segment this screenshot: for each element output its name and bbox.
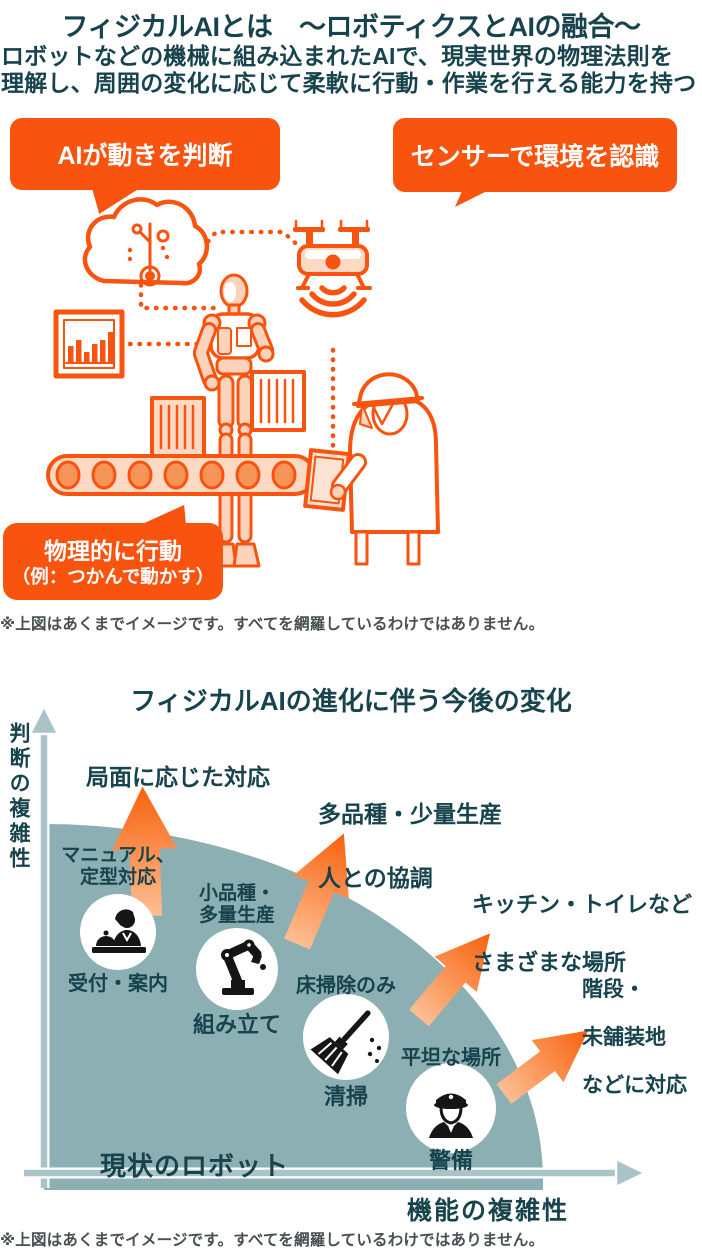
robot-constraint-cleaning: 床掃除のみ xyxy=(296,975,396,997)
growth-arrow-4 xyxy=(496,1030,589,1104)
robot-label-reception: 受付・案内 xyxy=(68,973,168,995)
future-label-terrain: 階段・ 未舗装地 などに対応 xyxy=(582,954,687,1122)
x-axis-label: 機能の複雑性 xyxy=(407,1197,570,1225)
drone-icon xyxy=(293,219,372,290)
cargo-box-icon xyxy=(250,370,306,432)
future-label-adaptive: 局面に応じた対応 xyxy=(86,731,270,819)
future-label-places: キッチン・トイレなど さまざまな場所 xyxy=(472,861,692,1006)
growth-arrow-2 xyxy=(284,833,349,950)
robot-constraint-security: 平坦な場所 xyxy=(401,1047,501,1069)
x-axis xyxy=(24,1157,648,1189)
future-label-line: 局面に応じた対応 xyxy=(86,764,270,790)
broom-icon xyxy=(310,1010,382,1075)
growth-arrows xyxy=(112,786,589,1104)
constraint-line: 多量生産 xyxy=(198,905,275,926)
constraint-line: 小品種・ xyxy=(198,883,275,904)
callout-sensor-label: センサーで環境を認識 xyxy=(410,143,660,171)
robot-label-assembly: 組み立て xyxy=(192,1012,281,1037)
future-label-line: 階段・ xyxy=(582,978,645,1001)
evolution-chart xyxy=(24,703,648,1190)
conveyor-belt-icon xyxy=(46,454,316,496)
intro-description: ロボットなどの機械に組み込まれたAIで、現実世界の物理法則を 理解し、周囲の変化… xyxy=(1,43,702,96)
growth-arrow-1 xyxy=(112,786,178,917)
future-label-line: 人との協調 xyxy=(318,865,433,891)
callout-physical-action-example: （例：つかんで動かす） xyxy=(11,565,215,587)
future-label-variety: 多品種・少量生産 人との協調 xyxy=(318,766,502,926)
receptionist-icon xyxy=(92,909,146,953)
page-title: フィジカルAIとは ～ロボティクスとAIの融合～ xyxy=(61,12,641,42)
callout-sensor: センサーで環境を認識 xyxy=(393,118,677,192)
cargo-box-icon xyxy=(150,396,206,458)
future-label-line: 多品種・少量生産 xyxy=(318,801,502,827)
constraint-line: マニュアル、 xyxy=(61,845,175,866)
callout-ai-judgment: AIが動きを判断 xyxy=(10,118,280,190)
signal-waves-icon xyxy=(299,285,367,318)
future-label-line: キッチン・トイレなど xyxy=(472,892,693,917)
callout-physical-action-title: 物理的に行動 xyxy=(44,537,182,564)
cloud-ai-icon xyxy=(82,197,209,287)
diagram-note: ※上図はあくまでイメージです。すべてを網羅しているわけではありません。 xyxy=(0,616,545,633)
dotted-connector xyxy=(127,229,336,451)
callout-physical-action: 物理的に行動 （例：つかんで動かす） xyxy=(3,523,223,600)
future-label-line: さまざまな場所 xyxy=(472,950,627,975)
robot-arm-icon xyxy=(221,939,266,995)
future-label-line: 未舗装地 xyxy=(582,1026,666,1049)
future-label-line: などに対応 xyxy=(582,1074,687,1097)
intro-description-line1: ロボットなどの機械に組み込まれたAIで、現実世界の物理法則を xyxy=(1,43,674,69)
y-axis-label: 判断の複雑性 xyxy=(7,722,30,872)
worker-icon xyxy=(303,372,440,566)
bar-chart-icon xyxy=(53,309,125,379)
physical-ai-illustration xyxy=(46,197,440,568)
robot-label-security: 警備 xyxy=(428,1148,473,1173)
chart-title: フィジカルAIの進化に伴う今後の変化 xyxy=(130,686,572,716)
intro-description-line2: 理解し、周囲の変化に応じて柔軟に行動・作業を行える能力を持つ xyxy=(1,69,697,96)
security-guard-icon xyxy=(429,1093,473,1138)
callout-ai-judgment-label: AIが動きを判断 xyxy=(57,142,233,170)
humanoid-robot-icon xyxy=(193,273,306,568)
growth-arrow-3 xyxy=(409,933,490,1027)
constraint-line: 定型対応 xyxy=(79,867,156,888)
robot-constraint-reception: マニュアル、 定型対応 xyxy=(48,845,188,889)
current-robots-label: 現状のロボット xyxy=(100,1151,290,1181)
chart-note: ※上図はあくまでイメージです。すべてを網羅しているわけではありません。 xyxy=(0,1232,545,1249)
robot-constraint-assembly: 小品種・ 多量生産 xyxy=(167,883,307,927)
y-axis xyxy=(27,703,61,1188)
robot-label-cleaning: 清掃 xyxy=(323,1084,368,1109)
